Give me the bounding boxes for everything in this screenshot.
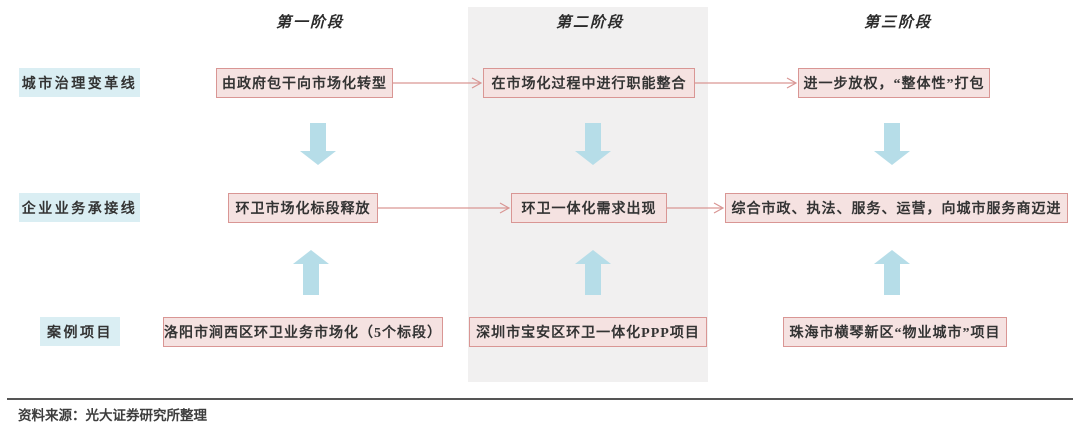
- arrow-head: [575, 250, 611, 264]
- source-divider: [7, 398, 1073, 400]
- stage-header-2: 第二阶段: [555, 15, 624, 31]
- arrow-head: [293, 250, 329, 264]
- arrow-head: [713, 202, 725, 214]
- box-function-integration: 在市场化过程中进行职能整合: [483, 68, 695, 98]
- arrow-stem: [585, 264, 601, 295]
- down-arrow-icon: [575, 123, 611, 165]
- arrow-head: [874, 250, 910, 264]
- down-arrow-icon: [874, 123, 910, 165]
- stage-header-1: 第一阶段: [275, 15, 344, 31]
- right-arrow-connector: [667, 202, 725, 214]
- right-arrow-connector: [393, 77, 483, 89]
- arrow-stem: [310, 123, 326, 151]
- box-zhuhai-case: 珠海市横琴新区“物业城市”项目: [783, 317, 1007, 347]
- up-arrow-icon: [874, 250, 910, 295]
- down-arrow-icon: [300, 123, 336, 165]
- arrow-head: [300, 151, 336, 165]
- arrow-head: [575, 151, 611, 165]
- box-city-service-provider: 综合市政、执法、服务、运营，向城市服务商迈进: [725, 193, 1068, 223]
- box-gov-to-market-transform: 由政府包干向市场化转型: [216, 68, 393, 98]
- arrow-head: [874, 151, 910, 165]
- right-arrow-connector: [378, 202, 511, 214]
- arrow-stem: [585, 123, 601, 151]
- up-arrow-icon: [293, 250, 329, 295]
- lane-label-enterprise-business: 企业业务承接线: [19, 193, 140, 222]
- arrow-head: [471, 77, 483, 89]
- lane-label-case-projects: 案例项目: [40, 317, 120, 346]
- stage-header-3: 第三阶段: [863, 15, 932, 31]
- source-text: 资料来源：光大证券研究所整理: [18, 408, 207, 422]
- arrow-stem: [303, 264, 319, 295]
- box-further-delegation-packaging: 进一步放权，“整体性”打包: [798, 68, 990, 98]
- right-arrow-connector: [695, 77, 798, 89]
- arrow-head: [499, 202, 511, 214]
- box-shenzhen-case: 深圳市宝安区环卫一体化PPP项目: [469, 317, 707, 347]
- box-sanitation-bids-release: 环卫市场化标段释放: [228, 193, 378, 223]
- arrow-stem: [884, 264, 900, 295]
- lane-label-city-governance: 城市治理变革线: [19, 68, 140, 97]
- box-sanitation-integration-demand: 环卫一体化需求出现: [511, 193, 667, 223]
- box-luoyang-case: 洛阳市涧西区环卫业务市场化（5个标段）: [163, 317, 443, 347]
- arrow-stem: [884, 123, 900, 151]
- arrow-head: [786, 77, 798, 89]
- up-arrow-icon: [575, 250, 611, 295]
